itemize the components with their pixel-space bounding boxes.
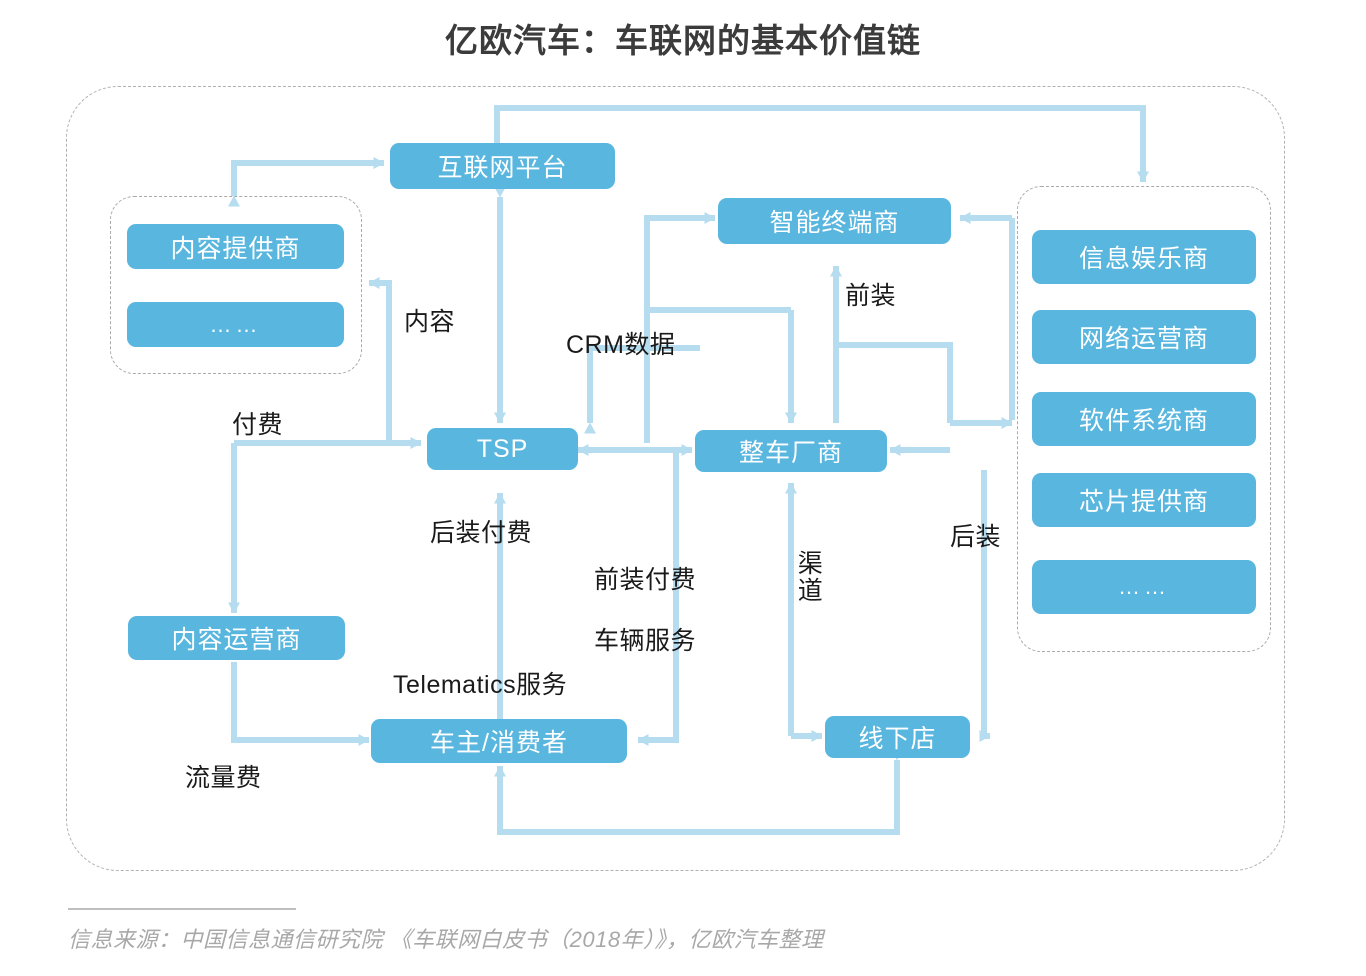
edge-label-telematics-service: Telematics服务 (393, 671, 568, 699)
edge-label-data-fee: 流量费 (185, 764, 262, 792)
node-supplier-more[interactable]: …… (1032, 560, 1256, 614)
node-content-provider-more[interactable]: …… (127, 302, 344, 347)
node-chip-provider[interactable]: 芯片提供商 (1032, 473, 1256, 527)
edge-label-pre-install: 前装 (845, 282, 897, 310)
node-infotainment[interactable]: 信息娱乐商 (1032, 230, 1256, 284)
edge-label-payment: 付费 (232, 411, 284, 439)
node-internet-platform[interactable]: 互联网平台 (390, 143, 615, 189)
edge-label-channel: 渠道 (794, 550, 823, 604)
group-suppliers (1017, 186, 1271, 652)
node-tsp[interactable]: TSP (427, 428, 578, 470)
diagram-outer-frame (66, 86, 1285, 871)
node-network-operator[interactable]: 网络运营商 (1032, 310, 1256, 364)
edge-label-post-install-payment: 后装付费 (430, 519, 533, 547)
node-offline-store[interactable]: 线下店 (825, 716, 970, 758)
edge-label-vehicle-service: 车辆服务 (594, 627, 697, 655)
node-smart-terminal[interactable]: 智能终端商 (718, 198, 951, 244)
source-divider (68, 908, 296, 910)
node-oem[interactable]: 整车厂商 (695, 430, 887, 472)
node-content-operator[interactable]: 内容运营商 (128, 616, 345, 660)
edge-label-pre-install-payment: 前装付费 (594, 566, 697, 594)
node-content-provider[interactable]: 内容提供商 (127, 224, 344, 269)
source-note: 信息来源：中国信息通信研究院 《车联网白皮书（2018年）》，亿欧汽车整理 (68, 927, 824, 952)
edge-label-crm-data: CRM数据 (566, 331, 676, 359)
group-content-providers (110, 196, 362, 374)
edge-label-content: 内容 (404, 308, 456, 336)
edge-label-post-install: 后装 (950, 523, 1002, 551)
node-software-system[interactable]: 软件系统商 (1032, 392, 1256, 446)
page-title: 亿欧汽车：车联网的基本价值链 (445, 22, 921, 59)
node-car-owner[interactable]: 车主/消费者 (371, 719, 627, 763)
